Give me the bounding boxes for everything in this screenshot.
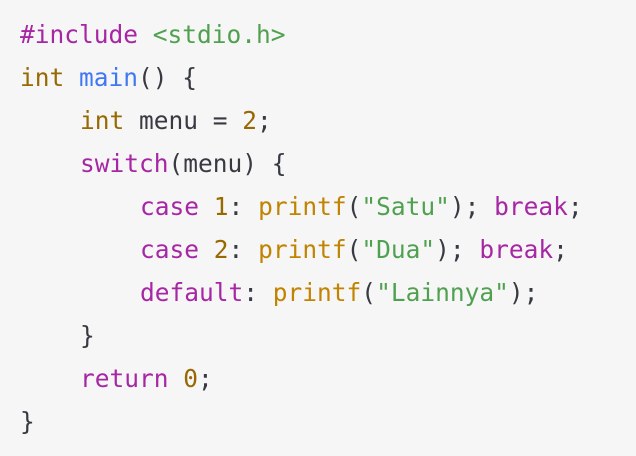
return-keyword: return — [80, 364, 169, 393]
punctuation: () { — [138, 63, 198, 92]
code-line-main-close: } — [20, 400, 636, 443]
closing-brace: } — [80, 321, 95, 350]
code-line-default: default: printf("Lainnya"); — [20, 271, 636, 314]
number-literal: 2 — [213, 235, 229, 264]
code-line-include: #include <stdio.h> — [20, 13, 636, 56]
break-keyword: break — [494, 192, 568, 221]
colon: : — [228, 235, 259, 264]
semicolon: ; — [553, 235, 568, 264]
case-keyword: case — [140, 235, 200, 264]
break-keyword: break — [479, 235, 554, 264]
semicolon: ; — [567, 192, 583, 221]
colon: : — [243, 278, 273, 307]
close-paren: ); — [449, 192, 495, 221]
code-line-menu-declaration: int menu = 2; — [20, 99, 636, 142]
closing-brace: } — [20, 407, 35, 436]
code-line-switch: switch(menu) { — [20, 142, 636, 185]
close-paren: ); — [508, 278, 539, 307]
open-paren: ( — [346, 192, 362, 221]
switch-keyword: switch — [80, 149, 169, 178]
number-literal: 1 — [213, 192, 229, 221]
type-keyword: int — [80, 106, 125, 135]
variable-assignment: menu = — [124, 106, 243, 135]
function-call: printf — [272, 278, 362, 307]
open-paren: ( — [361, 278, 377, 307]
type-keyword: int — [20, 63, 65, 92]
string-literal: "Lainnya" — [376, 278, 509, 307]
code-line-return: return 0; — [20, 357, 636, 400]
close-paren: ); — [435, 235, 480, 264]
function-call: printf — [258, 235, 347, 264]
function-call: printf — [258, 192, 347, 221]
semicolon: ; — [198, 364, 213, 393]
code-line-switch-close: } — [20, 314, 636, 357]
preprocessor-directive: #include — [20, 20, 139, 49]
case-keyword: case — [140, 192, 200, 221]
number-literal: 0 — [183, 364, 199, 393]
code-line-main-signature: int main() { — [20, 56, 636, 99]
string-literal: "Dua" — [361, 235, 436, 264]
function-name: main — [79, 63, 139, 92]
colon: : — [228, 192, 259, 221]
open-paren: ( — [346, 235, 362, 264]
punctuation: (menu) { — [168, 149, 287, 178]
include-path: <stdio.h> — [152, 20, 286, 49]
default-keyword: default — [140, 278, 244, 307]
semicolon: ; — [257, 106, 272, 135]
code-line-case-2: case 2: printf("Dua"); break; — [20, 228, 636, 271]
code-line-case-1: case 1: printf("Satu"); break; — [20, 185, 636, 228]
number-literal: 2 — [242, 106, 258, 135]
string-literal: "Satu" — [361, 192, 450, 221]
